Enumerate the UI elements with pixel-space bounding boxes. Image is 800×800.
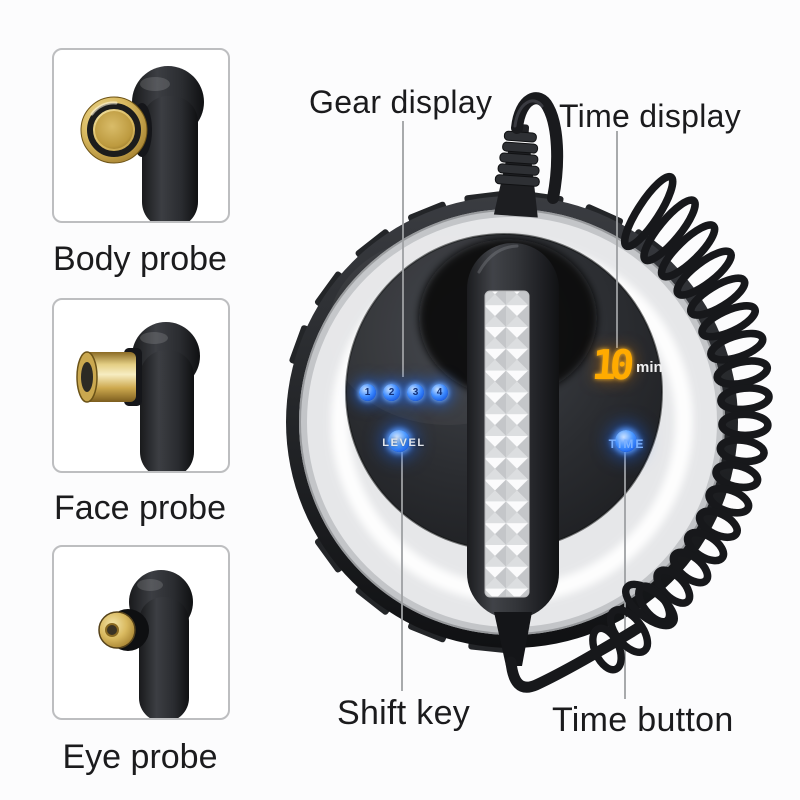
time-button-label: TIME xyxy=(608,437,646,451)
level-indicator-dot xyxy=(388,430,410,452)
gear-led: 3 xyxy=(407,384,424,401)
level-button-label: LEVEL xyxy=(382,437,426,449)
callout-shift-key: Shift key xyxy=(337,694,471,732)
time-display-value: 10 xyxy=(590,341,630,389)
probe-label-body: Body probe xyxy=(53,240,227,278)
coil-end-curl xyxy=(589,580,678,674)
time-display: 10 min xyxy=(590,341,682,392)
callout-gear-display: Gear display xyxy=(309,84,493,120)
face-probe-image xyxy=(76,322,200,471)
probe-label-face: Face probe xyxy=(54,489,226,527)
gear-led: 4 xyxy=(431,384,448,401)
probe-card-body xyxy=(52,48,230,223)
level-button: LEVEL xyxy=(381,429,427,455)
time-indicator-dot xyxy=(615,430,637,452)
time-display-unit: min xyxy=(636,359,663,376)
bottom-cable xyxy=(505,622,644,693)
callout-time-display: Time display xyxy=(559,98,742,134)
handle-stud-strip xyxy=(484,290,530,598)
handle-neck xyxy=(494,612,532,666)
body-probe-image xyxy=(80,66,204,221)
gear-led: 2 xyxy=(383,384,400,401)
callout-time-button: Time button xyxy=(552,701,734,739)
leader-lines xyxy=(401,121,626,699)
gear-led: 1 xyxy=(359,384,376,401)
time-button: TIME xyxy=(604,429,650,455)
probe-card-eye xyxy=(52,545,230,720)
probe-card-face xyxy=(52,298,230,473)
eye-probe-image xyxy=(98,570,193,718)
probe-label-eye: Eye probe xyxy=(62,738,218,776)
